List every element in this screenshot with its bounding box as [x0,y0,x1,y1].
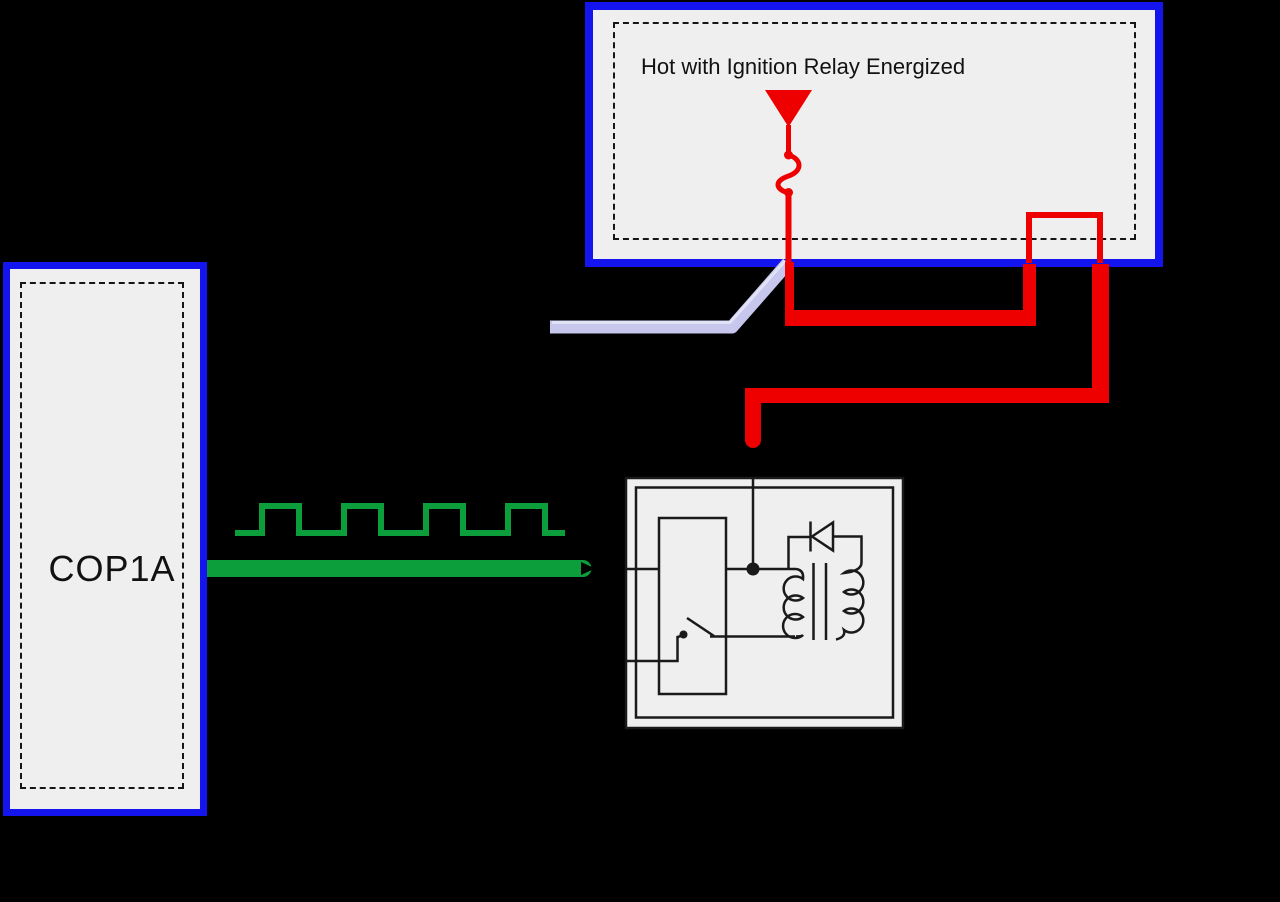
ignition-coil-box [624,476,905,730]
cop1a-label: COP1A [48,548,176,589]
power-source-label: Hot with Ignition Relay Energized [641,54,966,79]
aux-wire [550,258,793,334]
power-feed-triangle-icon [765,90,812,127]
ignition-feed-wire-lower [745,264,1109,448]
signal-bus-wire [207,560,595,577]
cop1a-module-box: COP1A [3,262,207,816]
coil-driver-block [657,516,728,696]
junction-dot [746,562,760,576]
connector-jumper-icon [1026,212,1103,263]
trigger-switch-icon [679,616,715,639]
power-source-box: Hot with Ignition Relay Energized [585,2,1163,267]
ignition-feed-wire-upper [785,262,1036,326]
signal-square-wave [235,503,565,536]
coil-internal-wiring [627,478,796,663]
power-source-dashed-border [613,22,1136,240]
cop1a-dashed-border [20,282,184,789]
primary-winding-icon [781,567,806,640]
fuse-icon [775,125,802,263]
diode-icon [787,520,863,569]
secondary-winding-icon [835,562,865,641]
transformer-core-icon [812,563,828,640]
